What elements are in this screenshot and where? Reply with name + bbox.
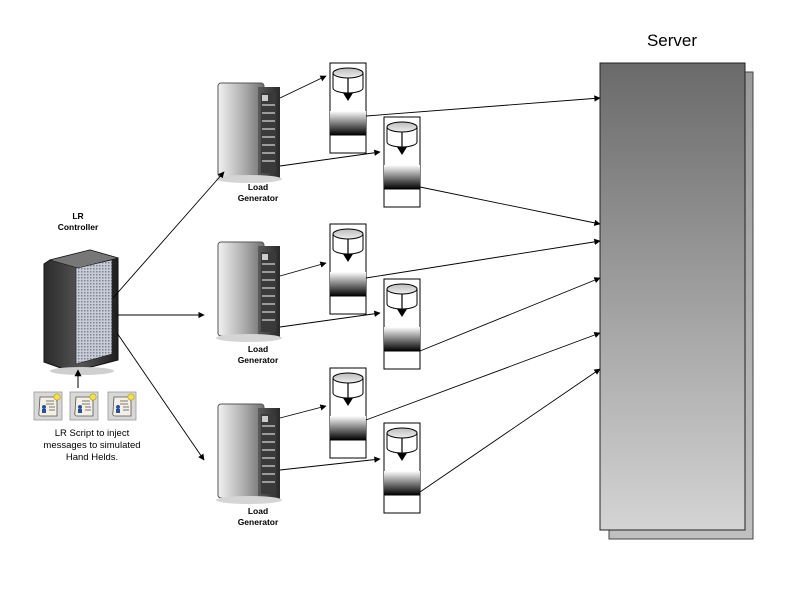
controller-to-generator-1-arrow	[112, 171, 225, 299]
script-document-icon	[69, 391, 99, 421]
generator-3-label-line1: Load	[248, 506, 268, 516]
script-document-icon	[33, 391, 63, 421]
generator-1-label-line2: Generator	[238, 193, 279, 203]
script-caption-line2: messages to simulated	[43, 440, 140, 451]
queue-cylinder-icon	[383, 278, 421, 370]
generator-to-queue-arrow	[279, 310, 381, 328]
queue-to-server-arrow	[419, 186, 601, 226]
generator-to-queue-arrow	[279, 261, 327, 277]
queue-to-server-arrow	[365, 238, 601, 279]
queue-cylinder-icon	[329, 223, 367, 315]
generator-to-queue-arrow	[279, 404, 327, 419]
controller-label-line2: Controller	[58, 222, 99, 232]
generator-3-label-line2: Generator	[238, 517, 279, 527]
server-panel	[599, 62, 746, 531]
generator-to-queue-arrow	[279, 75, 327, 99]
generator-to-queue-arrow	[279, 456, 381, 471]
load-generator-tower-icon	[215, 403, 283, 505]
controller-tower-icon	[43, 249, 120, 375]
queue-cylinder-icon	[329, 367, 367, 459]
queue-to-server-arrow	[419, 368, 601, 493]
server-label: Server	[647, 31, 697, 50]
load-generator-tower-icon	[215, 241, 283, 343]
queue-cylinder-icon	[383, 422, 421, 514]
script-document-icon	[107, 391, 137, 421]
generator-2-label-line1: Load	[248, 344, 268, 354]
controller-label-line1: LR	[72, 211, 83, 221]
queue-to-server-arrow	[365, 332, 601, 421]
generator-2-label-line2: Generator	[238, 355, 279, 365]
generator-1-label-line1: Load	[248, 182, 268, 192]
script-caption-line3: Hand Helds.	[66, 452, 118, 463]
queue-to-server-arrow	[419, 277, 601, 352]
script-caption-line1: LR Script to inject	[55, 428, 130, 439]
load-generator-tower-icon	[215, 82, 283, 184]
queue-cylinder-icon	[329, 62, 367, 154]
queue-to-server-arrow	[365, 95, 601, 117]
server-box	[599, 62, 754, 540]
controller-to-generator-3-arrow	[116, 332, 205, 461]
queue-cylinder-icon	[383, 116, 421, 208]
generator-to-queue-arrow	[279, 149, 381, 167]
connection-arrows	[112, 75, 601, 493]
